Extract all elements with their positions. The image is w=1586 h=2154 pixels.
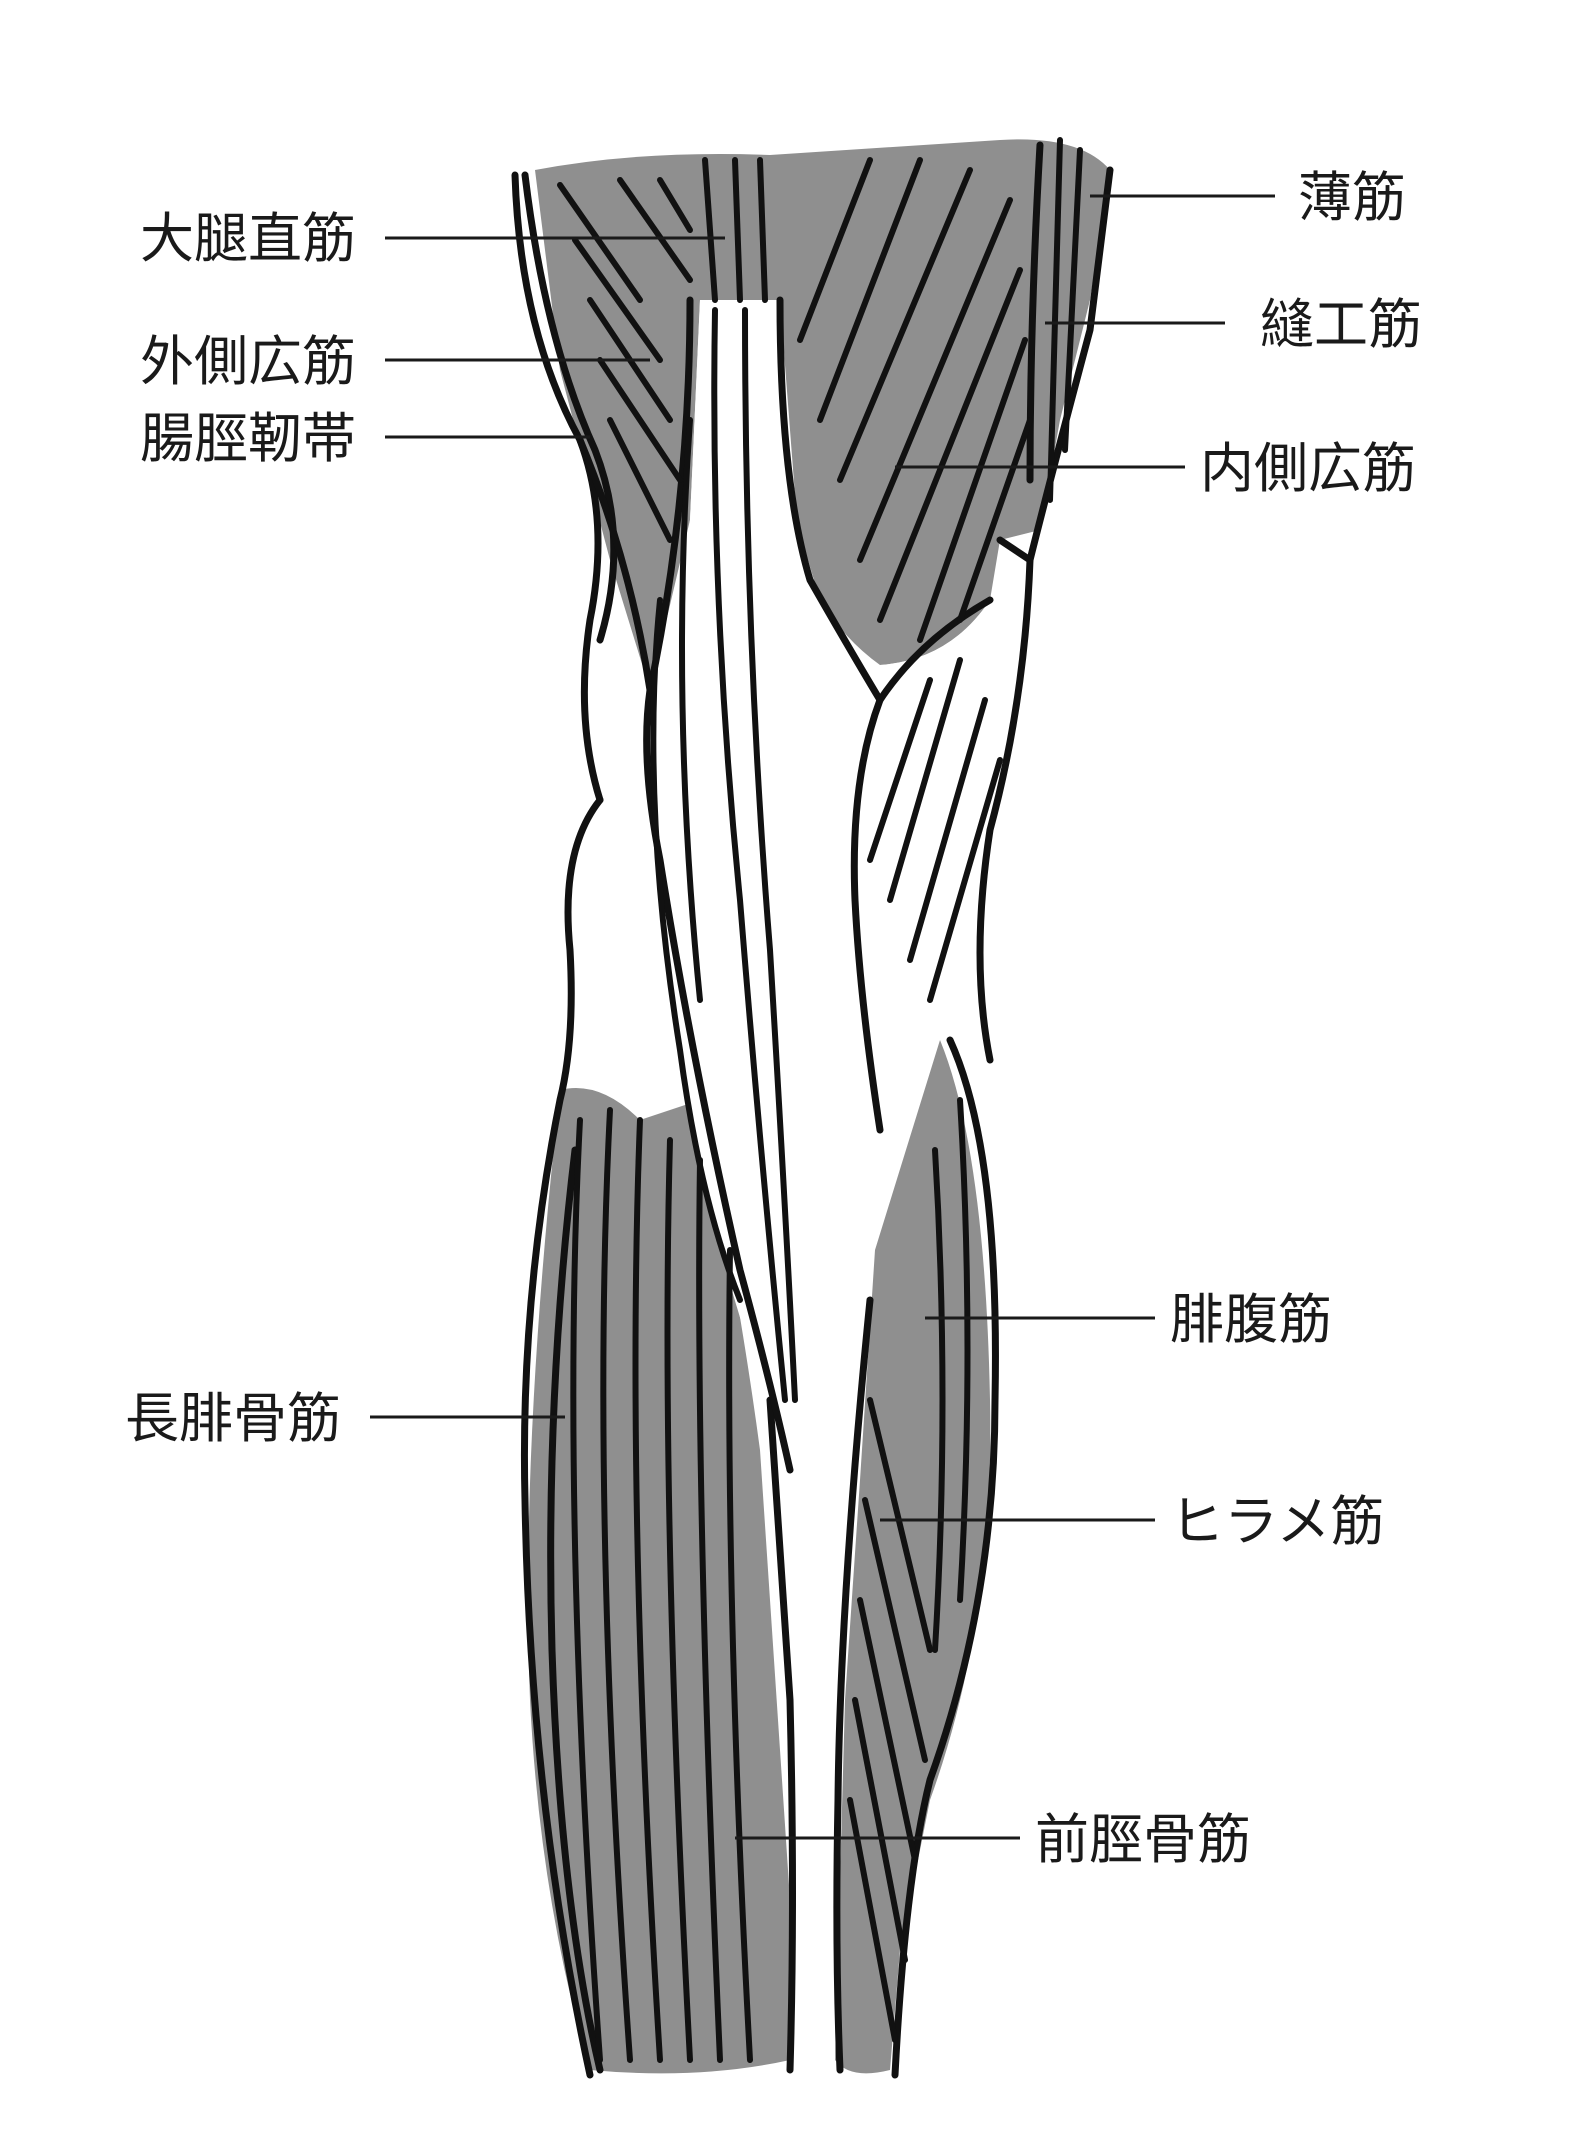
lower-lateral-gray — [528, 1088, 790, 2074]
labels: 大腿直筋 外側広筋 腸脛靭帯 長腓骨筋 薄筋 縫工筋 内側広筋 腓腹筋 ヒラメ筋… — [125, 166, 1422, 1871]
leader-lines — [370, 194, 1275, 1840]
label-vastus-lateralis: 外側広筋 — [140, 330, 356, 393]
label-vastus-medialis: 内側広筋 — [1200, 437, 1416, 500]
label-soleus: ヒラメ筋 — [1170, 1490, 1384, 1553]
label-fibularis-longus: 長腓骨筋 — [125, 1387, 341, 1450]
lower-medial-gray — [835, 1040, 991, 2074]
vastus-medialis-lower-white — [848, 600, 1010, 1130]
label-rectus-femoris: 大腿直筋 — [140, 207, 356, 270]
muscle-fills — [528, 139, 1110, 2074]
label-iliotibial-tract: 腸脛靭帯 — [140, 407, 356, 470]
label-gastrocnemius: 腓腹筋 — [1170, 1288, 1332, 1351]
label-gracilis: 薄筋 — [1298, 166, 1406, 229]
fibers — [557, 137, 1083, 2063]
outlines — [511, 141, 1114, 2079]
label-sartorius: 縫工筋 — [1260, 293, 1422, 356]
label-tibialis-anterior: 前脛骨筋 — [1035, 1808, 1251, 1871]
